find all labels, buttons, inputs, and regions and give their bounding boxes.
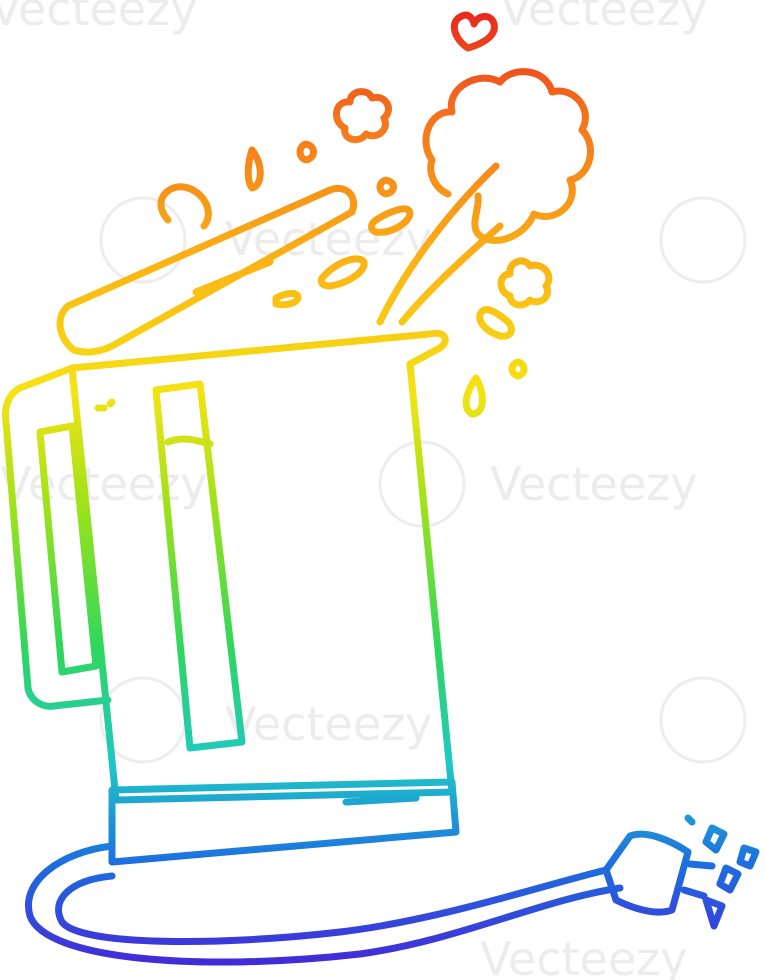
steam-cloud — [422, 68, 594, 244]
watermark-text: Vecteezy — [500, 0, 708, 36]
kettle-handle — [2, 364, 112, 710]
droplet — [296, 140, 317, 164]
power-cord — [25, 842, 624, 966]
watermark-badge-icon — [659, 676, 747, 764]
heart-icon — [450, 11, 498, 52]
droplet — [317, 255, 368, 290]
watermark-text: Vecteezy — [490, 457, 698, 511]
kettle-base — [108, 778, 460, 866]
steam-jet — [376, 162, 504, 326]
kettle-lid — [56, 183, 357, 356]
watermark-text: Vecteezy — [0, 457, 208, 511]
handle-window — [36, 422, 100, 676]
switch-icon — [94, 398, 116, 412]
watermark-badge-icon — [378, 440, 466, 528]
droplet — [244, 146, 264, 192]
watermark-layer: Vecteezy Vecteezy Vecteezy Vecteezy Vect… — [0, 0, 747, 980]
water-gauge — [152, 380, 246, 752]
droplet — [272, 290, 302, 309]
steam-puff — [497, 257, 553, 309]
watermark-badge-icon — [99, 196, 187, 284]
droplet — [508, 358, 528, 380]
droplet — [376, 176, 397, 198]
droplet — [476, 306, 515, 340]
watermark-badge-icon — [659, 196, 747, 284]
kettle-body — [68, 329, 456, 804]
kettle-drawing — [2, 11, 760, 966]
droplet — [368, 205, 414, 236]
plug — [602, 830, 716, 916]
spark-icon — [684, 814, 760, 930]
steam-puff — [333, 88, 392, 144]
watermark-text: Vecteezy — [480, 932, 688, 980]
watermark-text: Vecteezy — [0, 0, 198, 36]
watermark-text: Vecteezy — [225, 697, 433, 751]
droplet — [462, 374, 486, 418]
